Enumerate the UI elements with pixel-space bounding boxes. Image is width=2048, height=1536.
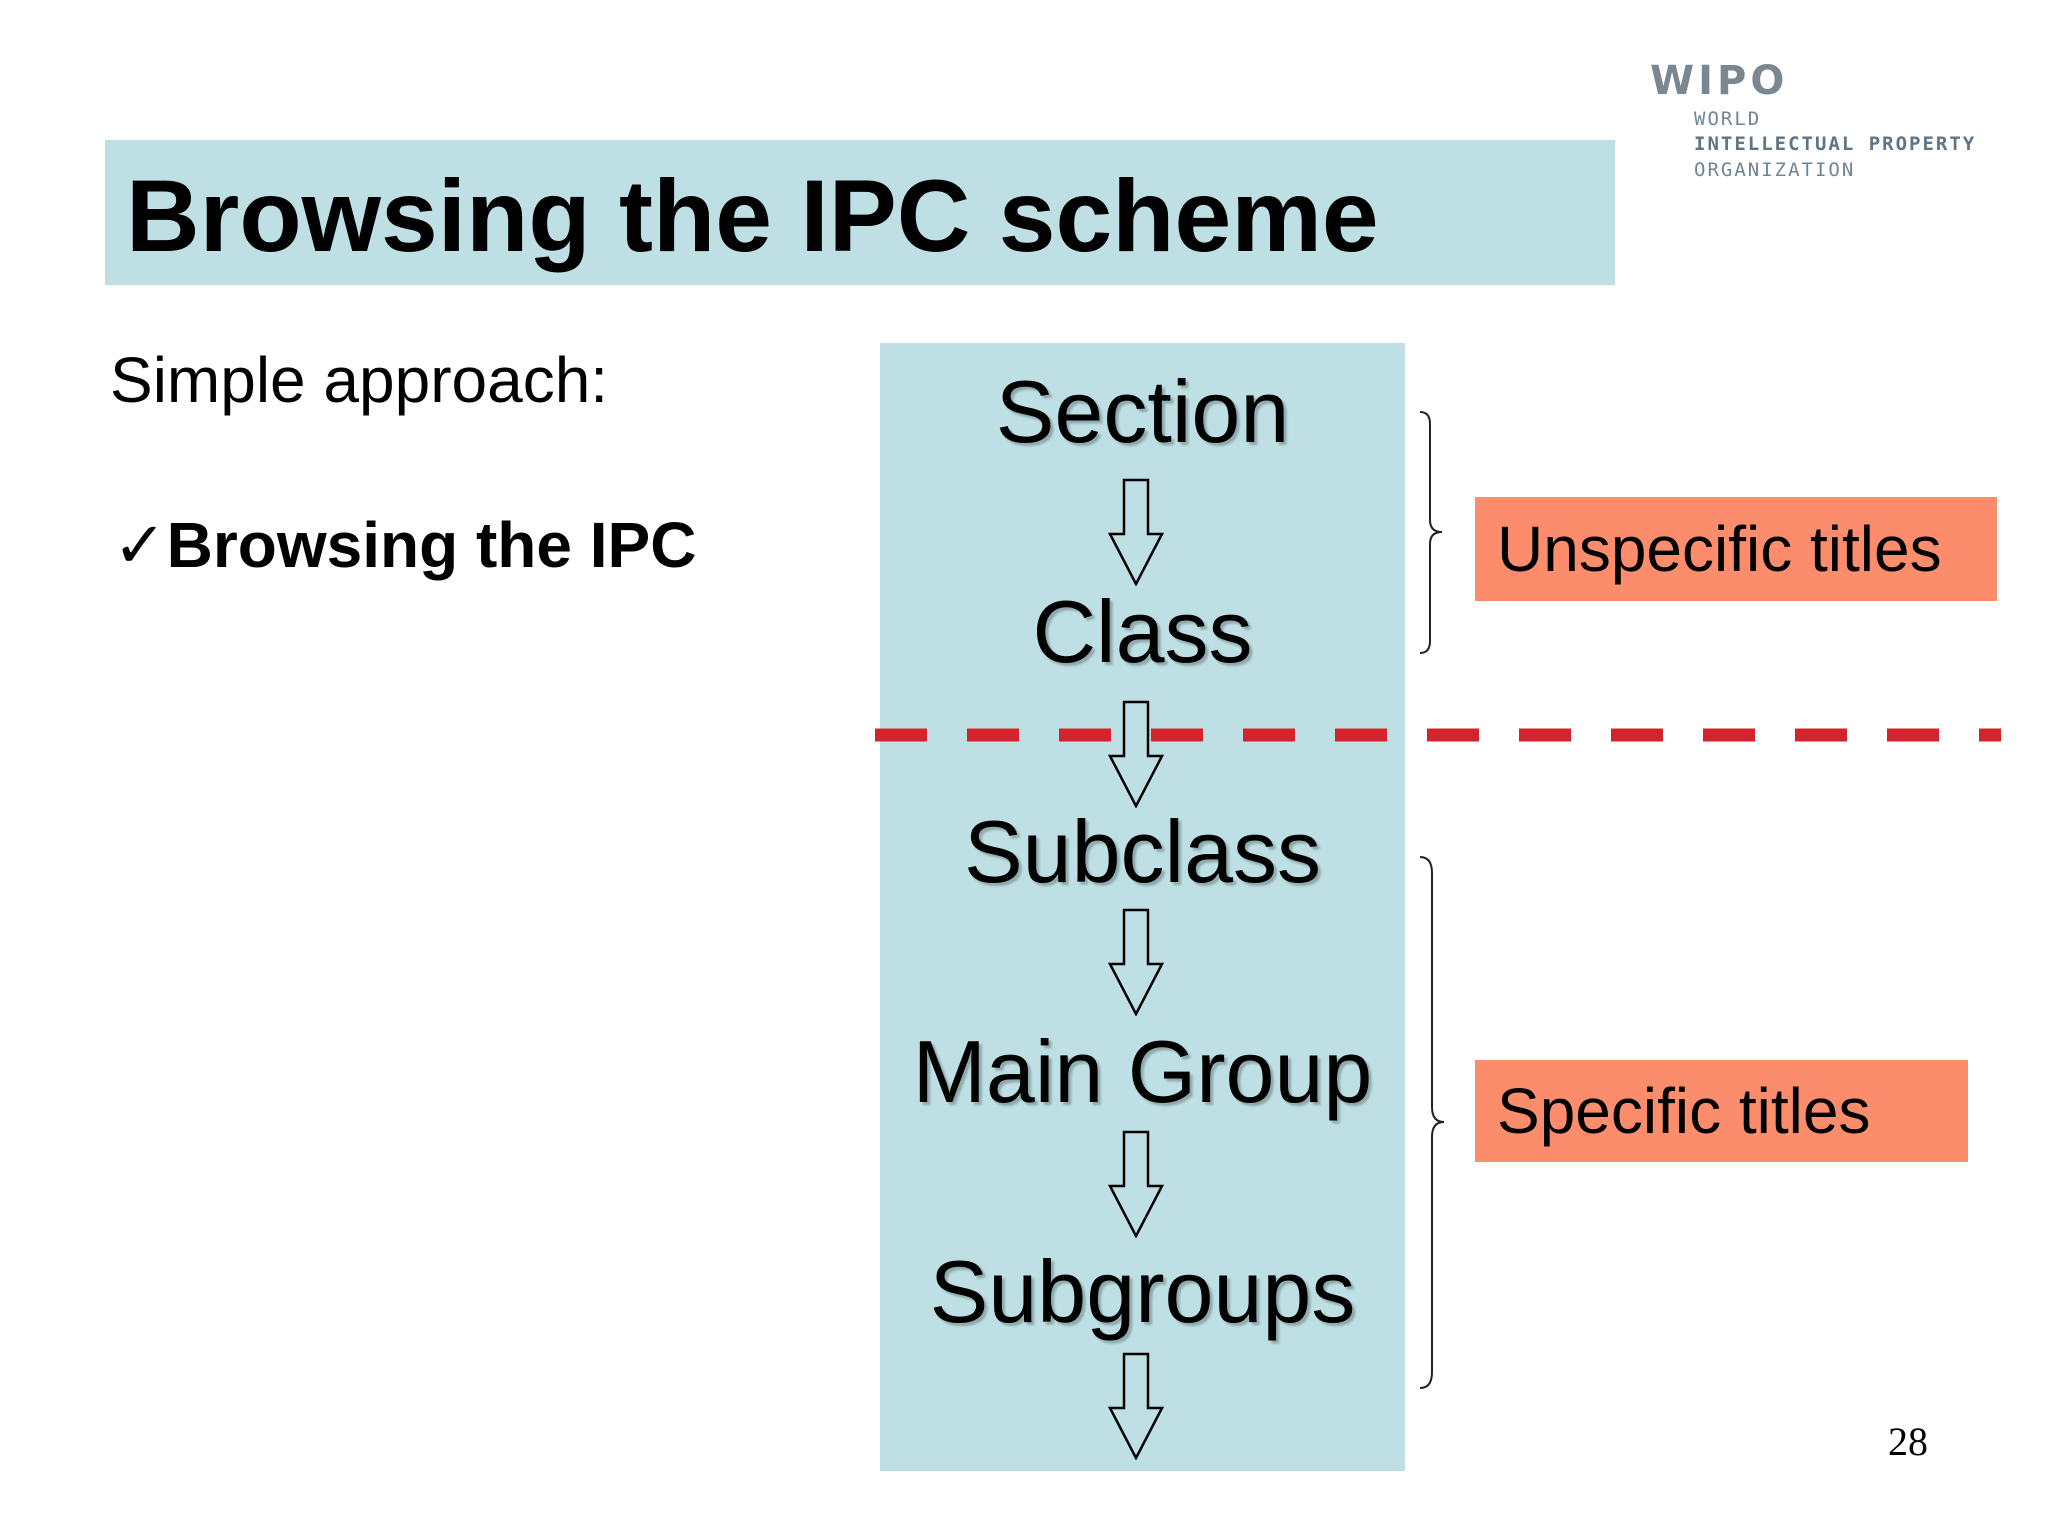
logo-line-world: WORLD <box>1694 108 1762 130</box>
level-class: Class <box>1032 582 1253 681</box>
logo-line-organization: ORGANIZATION <box>1694 159 1856 181</box>
down-arrow-icon <box>1108 908 1164 1016</box>
label-unspecific-text: Unspecific titles <box>1497 513 1942 585</box>
level-subgroups: Subgroups <box>929 1242 1356 1341</box>
brace-specific <box>1419 856 1445 1389</box>
wipo-logo: WIPO <box>1650 58 1789 104</box>
bullet-item: ✓Browsing the IPC <box>113 508 696 583</box>
page-number: 28 <box>1888 1419 1928 1464</box>
down-arrow-icon <box>1108 700 1164 808</box>
intro-text: Simple approach: <box>110 344 609 416</box>
brace-unspecific <box>1419 411 1443 654</box>
dashed-divider <box>875 728 2001 742</box>
title-bar <box>105 140 1615 285</box>
hierarchy-panel <box>880 343 1405 1471</box>
bullet-text: Browsing the IPC <box>166 509 697 581</box>
label-specific-titles: Specific titles <box>1475 1060 1968 1162</box>
slide-title: Browsing the IPC scheme <box>126 159 1379 273</box>
label-unspecific-titles: Unspecific titles <box>1475 497 1997 601</box>
level-subclass: Subclass <box>963 802 1322 901</box>
down-arrow-icon <box>1108 1352 1164 1460</box>
level-main-group: Main Group <box>912 1022 1373 1121</box>
down-arrow-icon <box>1108 478 1164 586</box>
checkmark-icon: ✓ <box>113 509 167 583</box>
level-section: Section <box>995 362 1290 461</box>
down-arrow-icon <box>1108 1130 1164 1238</box>
label-specific-text: Specific titles <box>1497 1075 1871 1147</box>
logo-line-intellectual-property: INTELLECTUAL PROPERTY <box>1694 133 1977 155</box>
